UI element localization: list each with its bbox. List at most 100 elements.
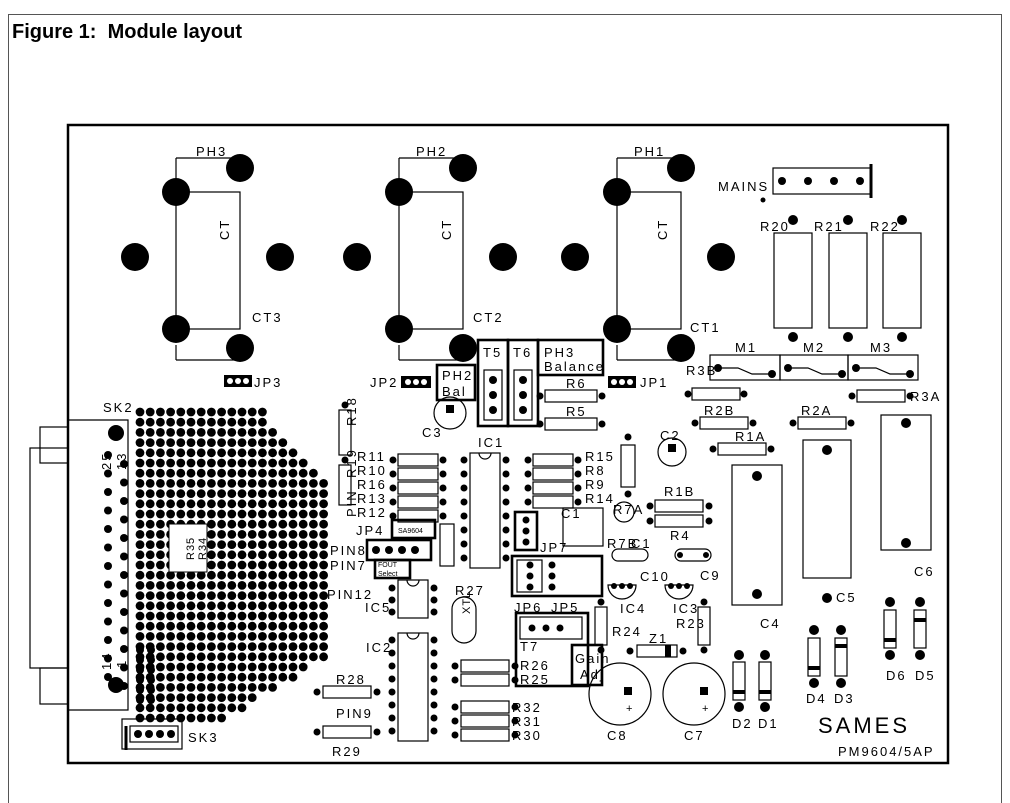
proto-pad — [176, 428, 186, 437]
c8-capacitor — [588, 662, 652, 726]
proto-pad — [166, 621, 176, 631]
proto-pad — [186, 407, 196, 417]
proto-pad — [217, 632, 227, 641]
r4-resistor — [654, 514, 704, 528]
r13-label: R13 — [357, 491, 387, 506]
t7-trimmer — [514, 611, 590, 688]
proto-pad — [217, 448, 227, 458]
proto-pad — [288, 632, 298, 641]
proto-pad — [207, 479, 216, 488]
proto-pad — [258, 550, 267, 560]
proto-pad — [156, 621, 165, 631]
r12-label: R12 — [357, 505, 387, 520]
r2b-label: R2B — [704, 403, 735, 418]
t6-trimmer — [506, 338, 540, 428]
proto-pad — [247, 683, 257, 692]
ic1-chip — [460, 452, 510, 569]
proto-pad — [147, 646, 155, 654]
proto-pad — [237, 550, 247, 560]
proto-pad — [247, 499, 257, 509]
proto-pad — [278, 468, 288, 478]
z1-label: Z1 — [649, 631, 668, 646]
proto-pad — [166, 642, 176, 651]
sk2-pin — [104, 562, 112, 570]
proto-pad — [145, 509, 155, 519]
right-resistor-stack — [524, 453, 582, 509]
r34-label: R34 — [197, 537, 209, 560]
proto-pad — [288, 652, 298, 662]
jp5-label: JP5 — [551, 600, 579, 615]
proto-pad — [156, 632, 165, 641]
proto-pad — [309, 499, 318, 509]
proto-pad — [145, 438, 155, 447]
proto-pad — [156, 489, 165, 498]
proto-pad — [186, 642, 196, 651]
proto-pad — [288, 468, 298, 478]
proto-pad — [207, 642, 216, 651]
sk2-pin — [104, 451, 112, 459]
proto-pad — [135, 550, 145, 560]
c3-label: C3 — [422, 425, 443, 440]
proto-pad — [247, 632, 257, 641]
proto-pad — [288, 570, 298, 580]
proto-pad — [268, 560, 277, 570]
c5-label: C5 — [836, 590, 857, 605]
proto-pad — [268, 550, 277, 560]
proto-pad — [186, 438, 196, 447]
t7-label: T7 — [520, 639, 539, 654]
r30-label: R30 — [512, 728, 542, 743]
proto-pad — [217, 530, 227, 539]
proto-pad — [217, 642, 227, 651]
proto-pad — [145, 550, 155, 560]
proto-pad — [217, 713, 227, 723]
c1-label-2: C1 — [631, 536, 652, 551]
pin7-label: PIN7 — [330, 558, 367, 573]
proto-pad — [135, 489, 145, 498]
sk2-connector — [29, 419, 129, 711]
sk2-pin — [104, 673, 112, 681]
proto-pad — [278, 509, 288, 519]
figure-title: Figure 1: Module layout — [12, 21, 243, 43]
c6-label: C6 — [914, 564, 935, 579]
jp2-jumper — [401, 376, 431, 388]
r34-r35-resistors — [168, 523, 208, 573]
proto-pad — [186, 499, 196, 509]
pin-vertical-label: PIN — [344, 489, 359, 517]
ph2-bal-label-1: PH2 — [442, 368, 473, 383]
proto-pad — [258, 468, 267, 478]
proto-pad — [268, 509, 277, 519]
proto-pad — [298, 662, 308, 672]
proto-pad — [309, 591, 318, 600]
r35-label: R35 — [185, 537, 197, 560]
ph3-balance-box — [536, 338, 605, 377]
proto-pad — [258, 621, 267, 631]
proto-pad — [176, 611, 186, 621]
proto-pad — [176, 693, 186, 702]
proto-pad — [186, 489, 196, 498]
pin12-label: PIN12 — [327, 587, 373, 602]
d5-d6-diodes — [883, 597, 927, 660]
proto-pad — [298, 570, 308, 580]
sk2-pin — [104, 654, 112, 663]
proto-pad — [227, 621, 237, 631]
proto-pad — [237, 530, 247, 539]
proto-pad — [217, 509, 227, 519]
proto-pad — [319, 621, 328, 631]
proto-pad — [278, 489, 288, 498]
sk2-pin — [120, 682, 128, 690]
r19-resistor — [338, 464, 352, 506]
proto-pad — [237, 581, 247, 590]
r7a-label: R7A — [613, 502, 644, 517]
proto-pad — [288, 479, 298, 488]
proto-pad — [247, 693, 257, 702]
proto-pad — [227, 570, 237, 580]
proto-pad — [309, 479, 318, 488]
proto-pad — [147, 656, 155, 664]
proto-pad — [176, 621, 186, 631]
svg-text:+: + — [702, 703, 709, 715]
proto-pad — [227, 479, 237, 488]
proto-pad — [207, 621, 216, 631]
proto-pad — [298, 621, 308, 631]
proto-pad — [258, 509, 267, 519]
proto-pad — [166, 683, 176, 692]
